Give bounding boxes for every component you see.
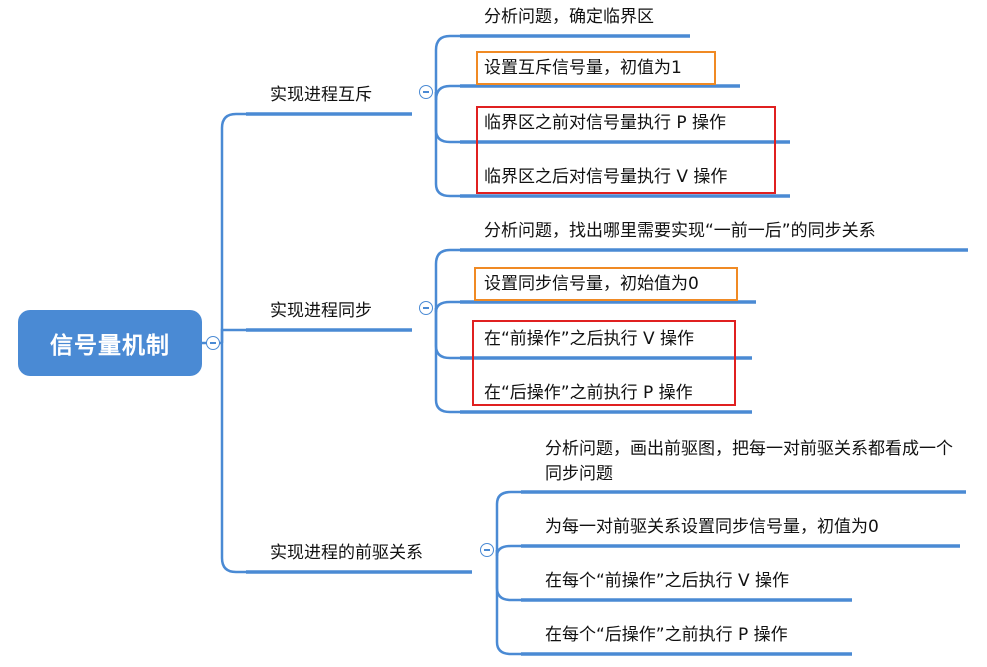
leaf-node[interactable]: 分析问题，确定临界区 [484,7,654,27]
leaf-node[interactable]: 设置互斥信号量，初值为1 [484,58,682,78]
highlight-box [474,267,738,301]
leaf-node[interactable]: 在每个“后操作”之前执行 P 操作 [545,625,788,645]
highlight-box [472,320,736,406]
collapse-icon[interactable] [206,336,220,350]
leaf-node[interactable]: 在“后操作”之前执行 P 操作 [484,383,693,403]
collapse-icon[interactable] [480,543,494,557]
branch-mutex[interactable]: 实现进程互斥 [270,85,372,105]
leaf-node[interactable]: 分析问题，找出哪里需要实现“一前一后”的同步关系 [484,221,876,241]
collapse-icon[interactable] [419,301,433,315]
highlight-box [476,51,716,85]
leaf-node[interactable]: 临界区之前对信号量执行 P 操作 [484,113,727,133]
leaf-node[interactable]: 分析问题，画出前驱图，把每一对前驱关系都看成一个同步问题 [545,439,953,484]
leaf-node[interactable]: 为每一对前驱关系设置同步信号量，初值为0 [545,517,879,537]
collapse-icon[interactable] [419,85,433,99]
branch-precedence[interactable]: 实现进程的前驱关系 [270,543,423,563]
branch-sync[interactable]: 实现进程同步 [270,301,372,321]
root-node[interactable]: 信号量机制 [18,310,202,376]
leaf-node[interactable]: 设置同步信号量，初始值为0 [484,274,699,294]
highlight-box [476,106,776,194]
leaf-node[interactable]: 在每个“前操作”之后执行 V 操作 [545,571,790,591]
leaf-node[interactable]: 临界区之后对信号量执行 V 操作 [484,167,728,187]
leaf-node[interactable]: 在“前操作”之后执行 V 操作 [484,329,695,349]
